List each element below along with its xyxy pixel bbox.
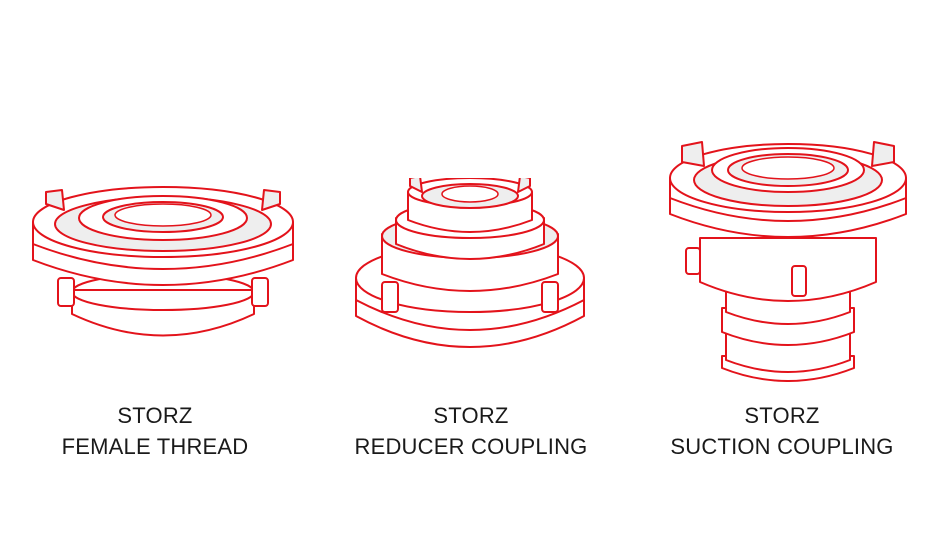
storz-female-thread-coupling-icon xyxy=(28,182,298,352)
storz-reducer-coupling-icon xyxy=(352,178,588,364)
caption-line-type: SUCTION COUPLING xyxy=(670,434,894,459)
female-thread-caption: STORZ FEMALE THREAD xyxy=(5,400,305,462)
caption-line-brand: STORZ xyxy=(117,403,193,428)
suction-coupling-caption: STORZ SUCTION COUPLING xyxy=(632,400,932,462)
caption-line-brand: STORZ xyxy=(744,403,820,428)
storz-suction-coupling-icon xyxy=(664,132,914,382)
reducer-coupling-caption: STORZ REDUCER COUPLING xyxy=(321,400,621,462)
caption-line-type: REDUCER COUPLING xyxy=(354,434,588,459)
caption-line-brand: STORZ xyxy=(433,403,509,428)
caption-line-type: FEMALE THREAD xyxy=(61,434,249,459)
